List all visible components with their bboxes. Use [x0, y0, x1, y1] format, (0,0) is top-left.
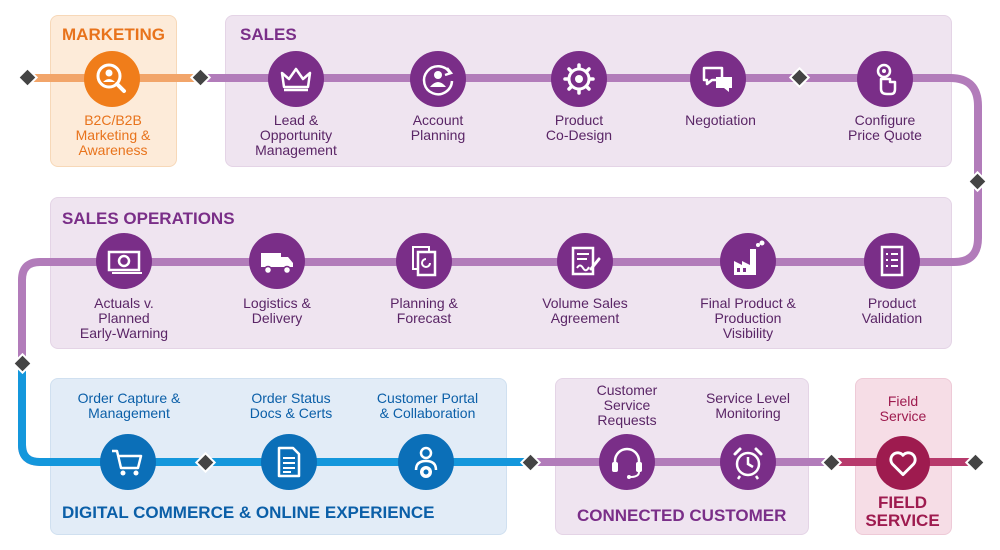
hand-gear-icon — [876, 63, 897, 96]
headset-icon — [612, 447, 642, 479]
actuals-planned-label: Actuals v. Planned Early-Warning — [79, 295, 169, 341]
sales-operations-panel — [50, 197, 952, 349]
final-product-node[interactable] — [720, 233, 776, 289]
configure-price-quote-node[interactable] — [857, 51, 913, 107]
marketing-node[interactable] — [84, 51, 140, 107]
gear-icon — [563, 63, 595, 95]
chat-bubbles-icon — [702, 66, 732, 92]
order-capture-node[interactable] — [100, 434, 156, 490]
crown-icon — [280, 67, 312, 92]
banknote-icon — [107, 250, 142, 274]
actuals-planned-node[interactable] — [96, 233, 152, 289]
connected-customer-title: CONNECTED CUSTOMER — [577, 506, 787, 525]
field-service-node[interactable] — [876, 436, 930, 490]
product-codesign-node[interactable] — [551, 51, 607, 107]
account-planning-node[interactable] — [410, 51, 466, 107]
documents-refresh-icon — [412, 246, 437, 277]
product-validation-node[interactable] — [864, 233, 920, 289]
customer-service-requests-label: Customer Service Requests — [596, 382, 658, 428]
document-icon — [277, 446, 301, 478]
final-product-label: Final Product & Production Visibility — [700, 295, 796, 341]
marketing-title: MARKETING — [62, 25, 165, 44]
user-gear-icon — [414, 446, 438, 478]
checklist-icon — [880, 245, 904, 277]
order-status-node[interactable] — [261, 434, 317, 490]
field-service-title: FIELD SERVICE — [865, 493, 940, 530]
alarm-clock-icon — [733, 447, 763, 480]
planning-forecast-label: Planning & Forecast — [390, 295, 458, 326]
customer-portal-label: Customer Portal & Collaboration — [376, 390, 479, 421]
order-status-label: Order Status Docs & Certs — [249, 390, 333, 421]
service-level-monitoring-node[interactable] — [720, 434, 776, 490]
customer-service-requests-node[interactable] — [599, 434, 655, 490]
order-capture-label: Order Capture & Management — [77, 390, 181, 421]
marketing-step-label: B2C/B2B Marketing & Awareness — [75, 112, 151, 158]
factory-icon — [734, 240, 765, 275]
volume-sales-agreement-label: Volume Sales Agreement — [542, 295, 628, 326]
logistics-delivery-node[interactable] — [249, 233, 305, 289]
heart-icon — [889, 451, 917, 477]
field-service-label: Field Service — [879, 393, 927, 424]
account-planning-label: Account Planning — [410, 112, 466, 143]
planning-forecast-node[interactable] — [396, 233, 452, 289]
account-cycle-icon — [422, 65, 454, 96]
negotiation-label: Negotiation — [685, 112, 756, 128]
product-codesign-label: Product Co-Design — [545, 112, 613, 143]
negotiation-node[interactable] — [690, 51, 746, 107]
contract-sign-icon — [571, 246, 601, 276]
customer-portal-node[interactable] — [398, 434, 454, 490]
lead-opportunity-node[interactable] — [268, 51, 324, 107]
sales-title: SALES — [240, 25, 297, 44]
volume-sales-agreement-node[interactable] — [557, 233, 613, 289]
logistics-delivery-label: Logistics & Delivery — [243, 295, 311, 326]
truck-icon — [261, 253, 293, 275]
digital-commerce-title: DIGITAL COMMERCE & ONLINE EXPERIENCE — [62, 503, 435, 522]
service-level-monitoring-label: Service Level Monitoring — [705, 390, 791, 421]
search-user-icon — [96, 63, 126, 93]
sales-operations-title: SALES OPERATIONS — [62, 209, 235, 228]
configure-price-quote-label: Configure Price Quote — [848, 112, 922, 143]
product-validation-label: Product Validation — [861, 295, 923, 326]
cart-icon — [112, 449, 143, 476]
lead-opportunity-label: Lead & Opportunity Management — [255, 112, 337, 158]
